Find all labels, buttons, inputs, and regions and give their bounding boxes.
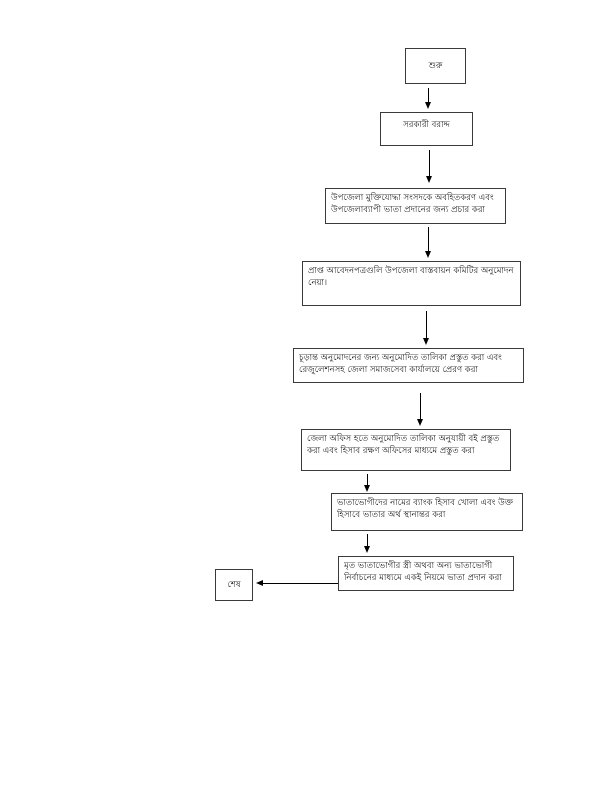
step-label: সরকারী বরাদ্দ [403,120,450,130]
step-label: মৃত ভাতাভোগীর স্ত্রী অথবা অন্য ভাতাভোগী … [344,561,502,583]
flowchart-step-bank-transfer: ভাতাভোগীদের নামের ব্যাংক হিসাব খোলা এবং … [331,493,523,531]
step-label: চূড়ান্ত অনুমোদনের জন্য অনুমোদিত তালিকা … [299,353,502,375]
step-label: প্রাপ্ত আবেদনপত্রগুলি উপজেলা বাস্তবায়ন … [308,266,514,288]
flowchart-step-allocation: সরকারী বরাদ্দ [380,112,473,146]
step-label: জেলা অফিস হতে অনুমোদিত তালিকা অনুযায়ী ব… [307,434,500,456]
arrow-left-icon [256,580,338,586]
arrow-down-icon [364,474,370,492]
step-label: ভাতাভোগীদের নামের ব্যাংক হিসাব খোলা এবং … [337,498,513,520]
arrow-down-icon [364,534,370,553]
flowchart-start-node: শুরু [405,48,466,84]
start-label: শুরু [428,61,443,71]
step-label: উপজেলা মুক্তিযোদ্ধা সংসদকে অবহিতকরণ এবং … [331,193,494,215]
flowchart-step-application-approval: প্রাপ্ত আবেদনপত্রগুলি উপজেলা বাস্তবায়ন … [302,261,521,306]
flowchart-step-publicity: উপজেলা মুক্তিযোদ্ধা সংসদকে অবহিতকরণ এবং … [325,188,506,224]
flowchart-step-successor-selection: মৃত ভাতাভোগীর স্ত্রী অথবা অন্য ভাতাভোগী … [338,556,514,591]
arrow-down-icon [426,150,432,183]
arrow-down-icon [417,393,423,426]
end-label: শেষ [227,580,241,590]
arrow-down-icon [423,311,429,345]
flowchart-step-final-list: চূড়ান্ত অনুমোদনের জন্য অনুমোদিত তালিকা … [293,348,524,383]
arrow-down-icon [425,88,431,109]
arrow-down-icon [425,227,431,258]
flowchart-step-book-preparation: জেলা অফিস হতে অনুমোদিত তালিকা অনুযায়ী ব… [301,429,511,471]
flowchart-end-node: শেষ [215,569,253,601]
